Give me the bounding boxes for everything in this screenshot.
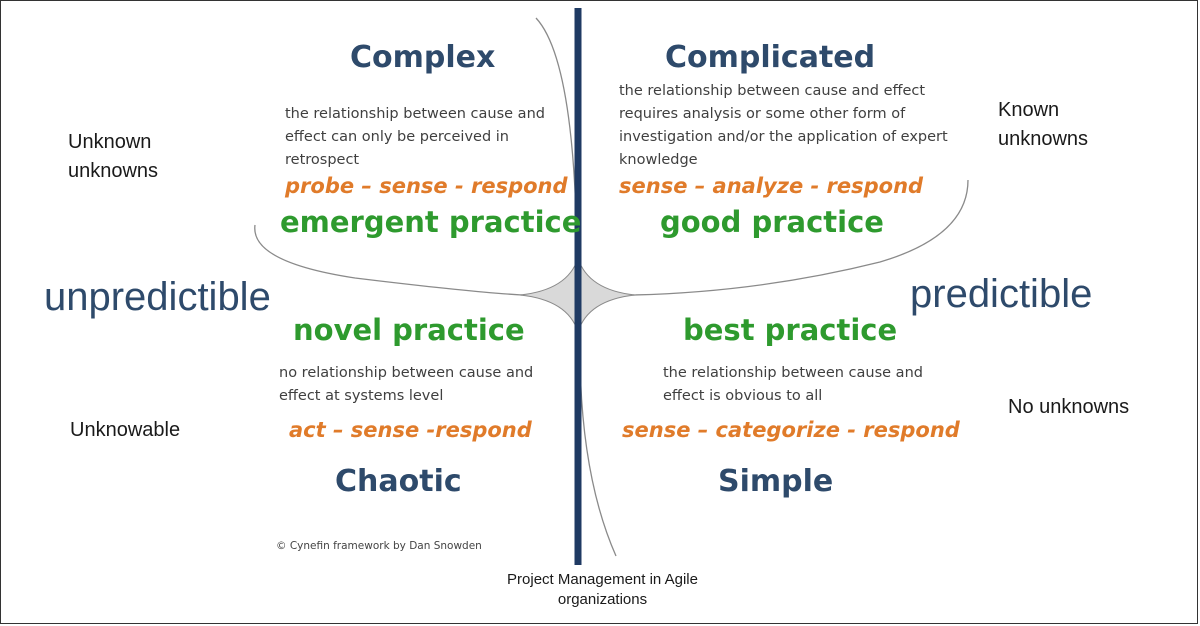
label-unknown-unknowns: Unknown unknowns [68, 131, 159, 182]
complicated-method: sense – analyze - respond [619, 174, 924, 198]
simple-method: sense – categorize - respond [622, 418, 960, 442]
boundary-curve-top-right [632, 179, 969, 296]
complex-title: Complex [350, 40, 496, 75]
simple-practice: best practice [683, 313, 898, 347]
label-unknowable: Unknowable [70, 419, 181, 441]
credit-text: © Cynefin framework by Dan Snowden [276, 540, 482, 552]
complex-method: probe – sense - respond [285, 174, 568, 198]
chaotic-method: act – sense -respond [289, 418, 532, 442]
chaotic-description: no relationship between cause and effect… [279, 365, 534, 404]
label-unpredictible: unpredictible [44, 275, 271, 319]
complicated-description: the relationship between cause and effec… [619, 83, 948, 168]
boundary-curve-bottom [579, 331, 617, 557]
chaotic-title: Chaotic [335, 464, 462, 499]
complicated-title: Complicated [665, 40, 876, 75]
simple-title: Simple [718, 464, 834, 499]
chaotic-practice: novel practice [293, 313, 525, 347]
label-predictible: predictible [910, 272, 1093, 316]
complex-description: the relationship between cause and effec… [285, 106, 545, 168]
complex-practice: emergent practice [280, 205, 582, 239]
slide-caption: Project Management in Agile organization… [507, 571, 698, 608]
simple-description: the relationship between cause and effec… [663, 365, 923, 404]
complicated-practice: good practice [660, 205, 884, 239]
label-known-unknowns: Known unknowns [998, 99, 1089, 150]
boundary-curve-top-left [254, 224, 523, 296]
label-no-unknowns: No unknowns [1008, 396, 1130, 418]
